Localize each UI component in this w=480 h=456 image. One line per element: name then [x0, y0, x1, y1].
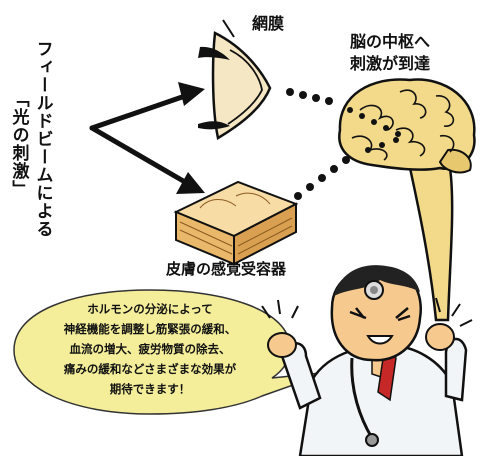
eye-icon: [198, 19, 272, 140]
caption-line-1: フィールドビームによる: [32, 40, 53, 238]
bubble-text: ホルモンの分泌によって 神経機能を調整し筋緊張の緩和、 血流の増大、疲労物質の除…: [30, 299, 270, 399]
dotted-lines: [286, 88, 350, 200]
brain-label-line-1: 脳の中枢へ: [350, 32, 431, 51]
bubble-line-4: 痛みの緩和などさまざまな効果が: [63, 362, 237, 376]
bubble-line-1: ホルモンの分泌によって: [87, 302, 213, 316]
arrows: [89, 93, 188, 185]
caption-line-2: 「光の刺激」: [8, 90, 29, 198]
speech-bubble: [13, 289, 331, 415]
brain-label-line-2: 刺激が到達: [350, 54, 431, 73]
skin-receptor-label: 皮膚の感覚受容器: [166, 260, 287, 278]
retina-label: 網膜: [252, 14, 285, 33]
brain-icon: [338, 78, 476, 322]
bubble-line-3: 血流の増大、疲労物質の除去、: [69, 342, 231, 356]
bubble-line-2: 神経機能を調整し筋緊張の緩和、: [63, 322, 237, 336]
arrow-head-up: [178, 82, 205, 106]
bubble-line-5: 期待できます！: [109, 382, 191, 396]
doctor-illustration: [261, 265, 473, 456]
arrow-head-down: [176, 172, 205, 194]
skin-block-icon: [173, 180, 299, 266]
